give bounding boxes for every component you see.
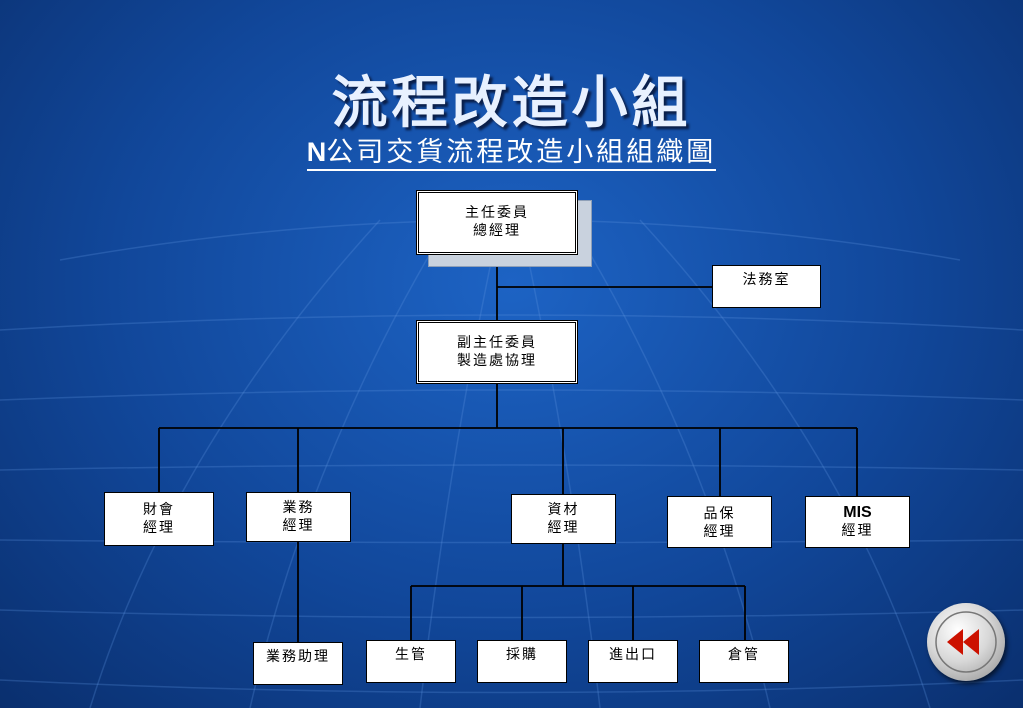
node-chair-role: 總經理 (473, 223, 521, 239)
node-finance-title: 財會 (143, 502, 175, 518)
subtitle-prefix: N (306, 137, 327, 167)
node-mis-title: MIS (843, 504, 872, 521)
node-materials-role: 經理 (547, 520, 580, 536)
node-legal-title: 法務室 (742, 272, 791, 288)
node-vice-chair: 副主任委員 製造處協理 (416, 320, 578, 384)
node-import-export-title: 進出口 (609, 647, 657, 663)
double-left-arrow-icon (935, 611, 997, 673)
node-business: 業務 經理 (246, 492, 351, 542)
node-mis-role: 經理 (841, 523, 874, 539)
node-mis: MIS 經理 (805, 496, 910, 548)
node-chair-title: 主任委員 (465, 205, 529, 221)
node-business-assistant: 業務助理 (253, 642, 343, 685)
node-import-export: 進出口 (588, 640, 678, 683)
node-quality-role: 經理 (703, 524, 736, 540)
org-chart-subtitle: N公司交貨流程改造小組組織圖 (0, 130, 1023, 171)
node-business-assistant-title: 業務助理 (266, 649, 330, 665)
node-quality-title: 品保 (703, 506, 736, 522)
page-title: 流程改造小組 (331, 70, 692, 136)
node-materials-title: 資材 (547, 502, 580, 518)
node-finance: 財會 經理 (104, 492, 214, 546)
subtitle-text: 公司交貨流程改造小組組織圖 (326, 137, 717, 168)
node-quality: 品保 經理 (667, 496, 772, 548)
node-vice-chair-role: 製造處協理 (457, 353, 537, 369)
node-production-control: 生管 (366, 640, 456, 683)
node-warehouse-title: 倉管 (728, 647, 760, 663)
node-business-title: 業務 (282, 500, 315, 516)
node-finance-role: 經理 (143, 520, 175, 536)
node-vice-chair-title: 副主任委員 (457, 335, 537, 351)
node-materials: 資材 經理 (511, 494, 616, 544)
node-business-role: 經理 (282, 518, 315, 534)
node-legal: 法務室 (712, 265, 821, 308)
node-purchasing: 採購 (477, 640, 567, 683)
node-purchasing-title: 採購 (506, 647, 538, 663)
back-button[interactable] (927, 603, 1005, 681)
node-production-control-title: 生管 (395, 647, 427, 663)
node-warehouse: 倉管 (699, 640, 789, 683)
node-chair: 主任委員 總經理 (416, 190, 578, 255)
